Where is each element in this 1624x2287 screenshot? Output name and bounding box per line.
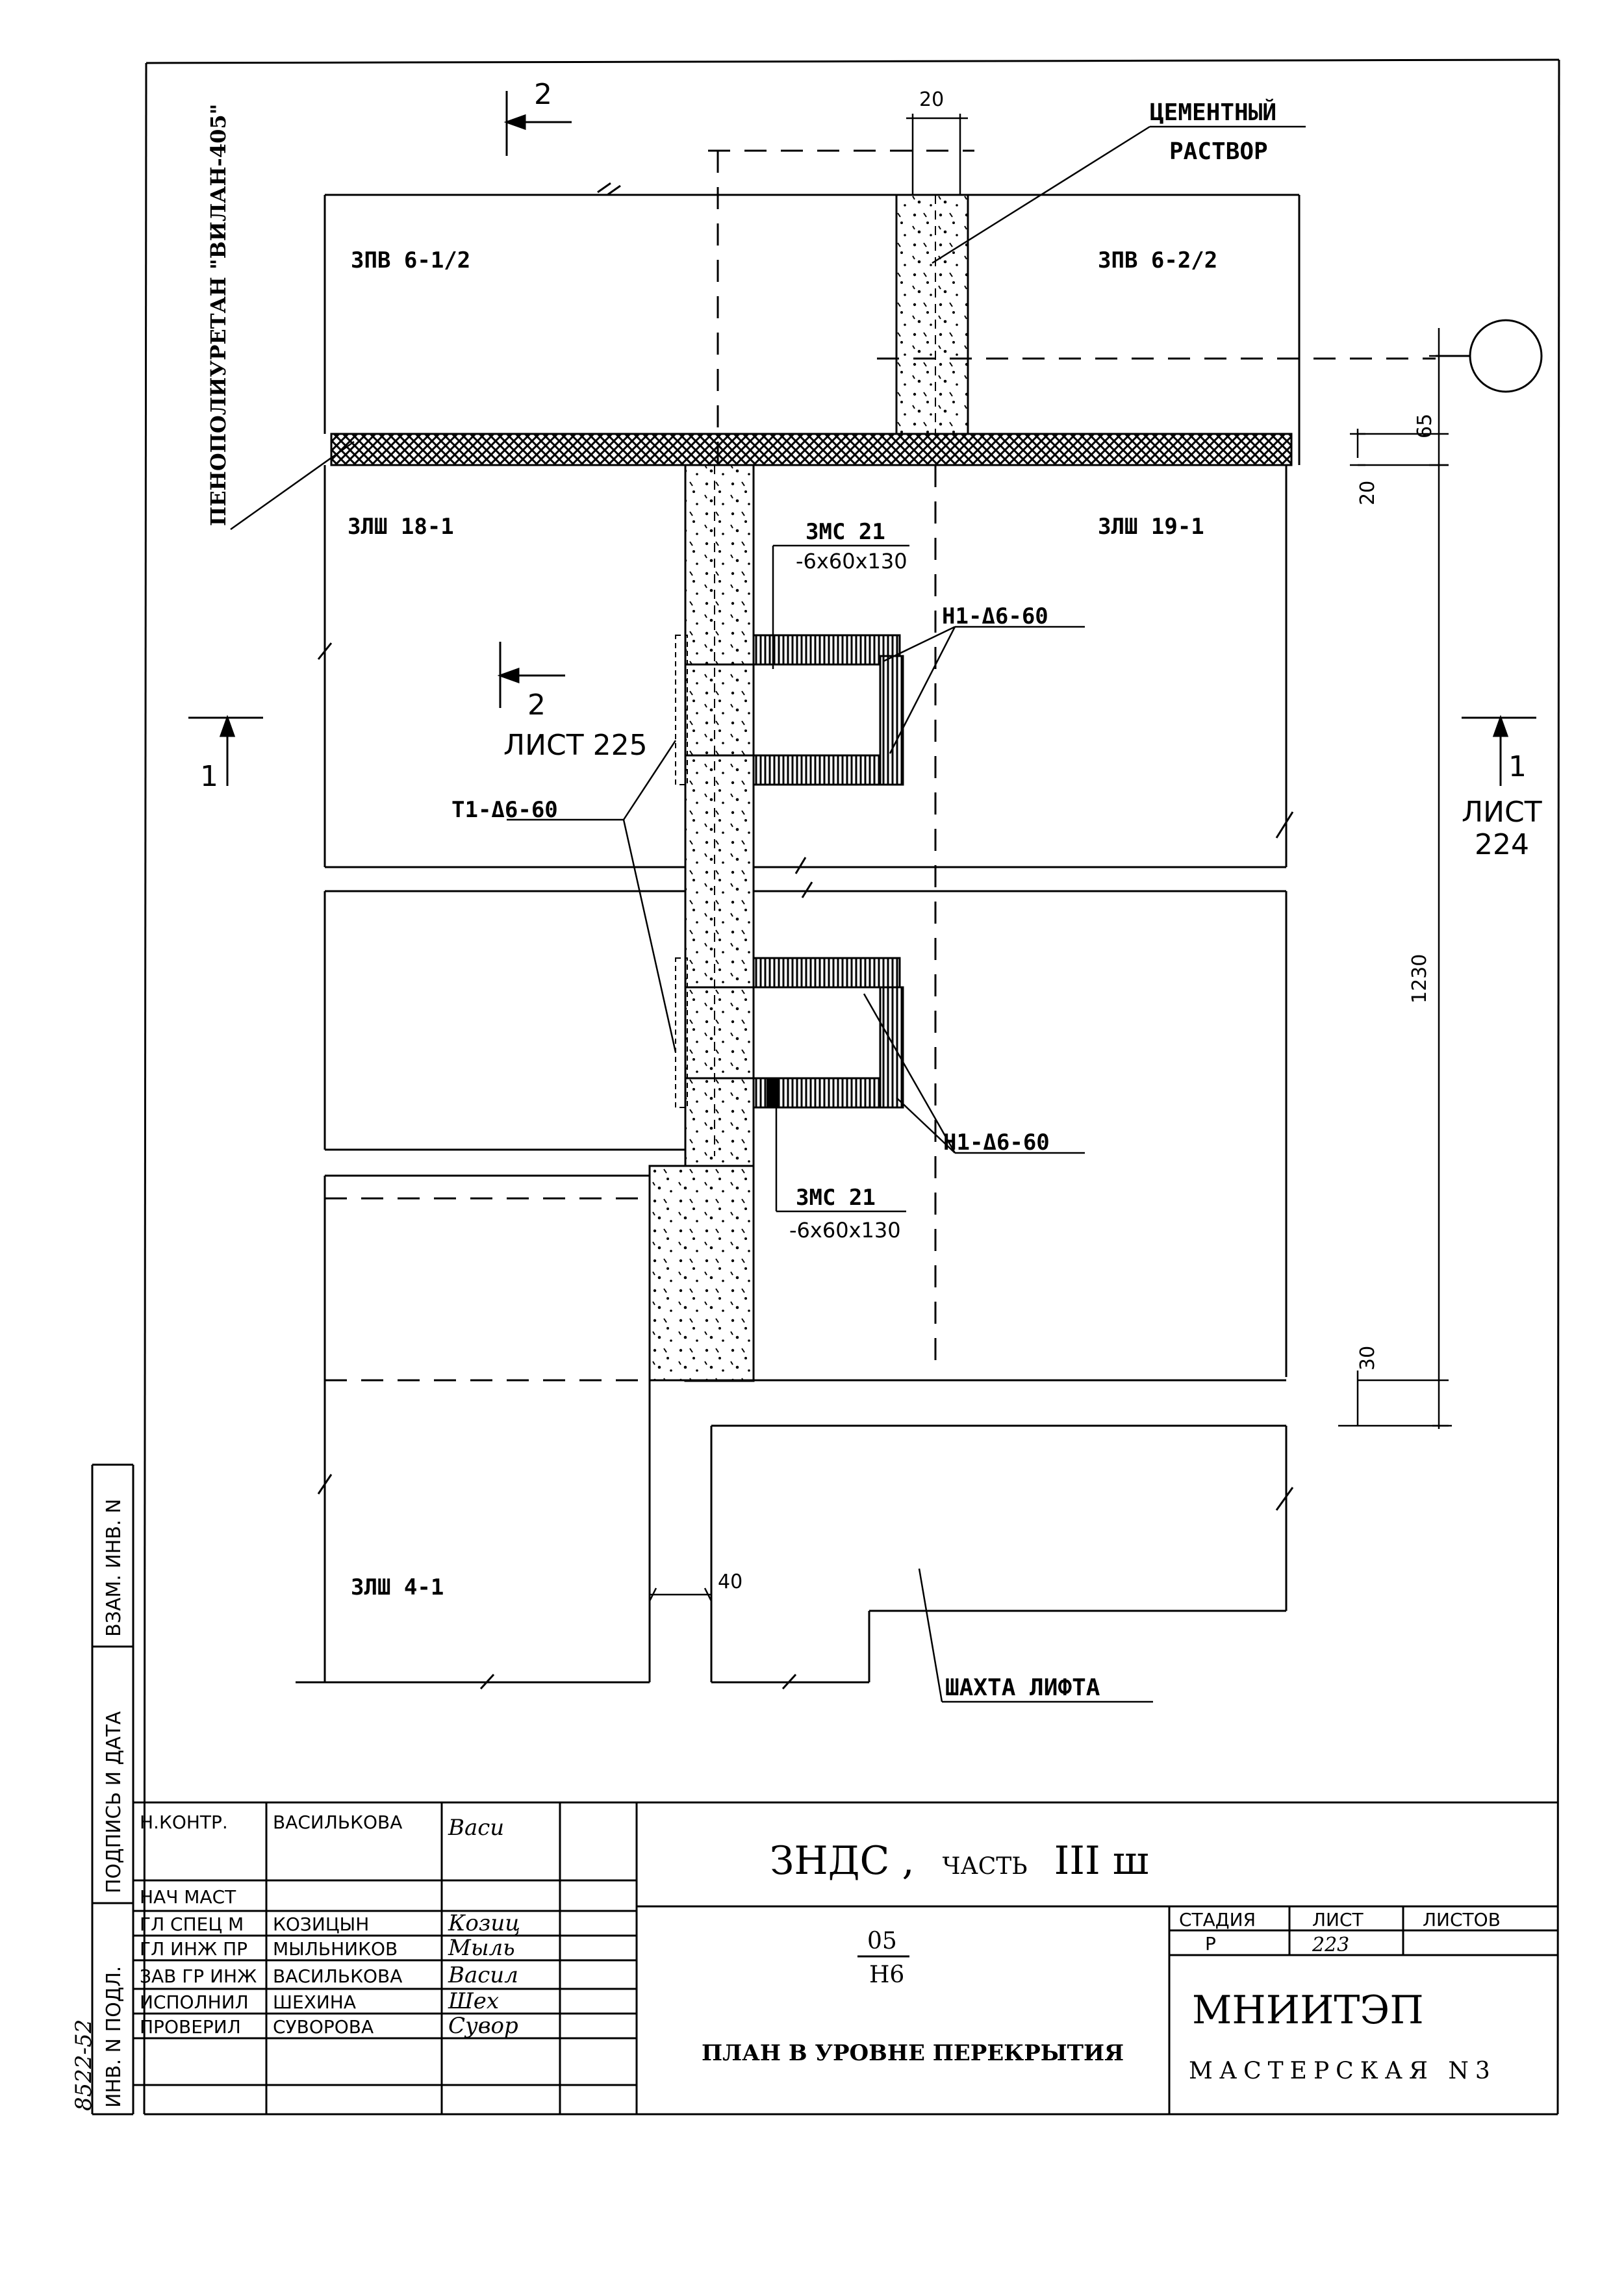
mortar-joint-top (895, 194, 969, 435)
sheets-header: ЛИСТОВ (1423, 1909, 1501, 1930)
embed-top-size: -6х60х130 (796, 549, 907, 574)
tb-role: ПРОВЕРИЛ (140, 2016, 241, 2038)
section-2-mid-number: 2 (527, 689, 546, 722)
tb-role: ЗАВ ГР ИНЖ (140, 1965, 257, 1987)
weld-label-tee: Т1-Δ6-60 (451, 797, 558, 823)
sheet-header: ЛИСТ (1312, 1909, 1364, 1930)
stage-header: СТАДИЯ (1179, 1909, 1256, 1930)
tb-name: СУВОРОВА (273, 2016, 374, 2038)
section-1-sheet-label: ЛИСТ (1462, 796, 1542, 829)
sheet-value: 223 (1312, 1934, 1349, 1956)
dim-20-top: 20 (919, 88, 944, 111)
tb-role: НАЧ МАСТ (140, 1886, 236, 1908)
mortar-label-line2: РАСТВОР (1169, 138, 1268, 165)
weld-label-top: Н1-Δ6-60 (942, 603, 1048, 629)
organization-department: МАСТЕРСКАЯ N3 (1189, 2058, 1497, 2084)
title-block-frame (133, 1801, 1558, 2114)
panel-label-mid-left: 3ЛШ 18-1 (348, 514, 454, 540)
project-main: ЗНДС , (770, 1838, 915, 1884)
tb-sign: Сувор (448, 2013, 518, 2039)
stamp-inv-value: 8522-52 (71, 2019, 97, 2111)
panel-label-bottom: 3ЛШ 4-1 (351, 1574, 444, 1600)
tb-sign: Васи (448, 1815, 504, 1841)
sheet-frame (143, 58, 1560, 2116)
tb-sign: Мыль (448, 1935, 515, 1961)
title-block-signatures: Н.КОНТР. ВАСИЛЬКОВА Васи НАЧ МАСТ ГЛ СПЕ… (140, 1812, 520, 2039)
insulation-strip (330, 433, 1293, 466)
embed-top-name: 3МС 21 (806, 519, 885, 545)
tb-name: ШЕХИНА (273, 1991, 356, 2013)
drawing-code-top: 05 (867, 1928, 897, 1954)
tb-name: ВАСИЛЬКОВА (273, 1812, 402, 1833)
dim-20-side: 20 (1356, 481, 1379, 505)
axis-bubble (1469, 319, 1543, 393)
tb-name: КОЗИЦЫН (273, 1914, 369, 1935)
project-part: ЧАСТЬ (943, 1853, 1028, 1880)
tb-role: ИСПОЛНИЛ (140, 1991, 249, 2013)
project-num: III ш (1054, 1838, 1149, 1884)
dim-1230: 1230 (1408, 954, 1431, 1004)
project-title: ЗНДС , ЧАСТЬ III ш (770, 1838, 1149, 1884)
stamp-podpis-data: ПОДПИСЬ И ДАТА (103, 1711, 125, 1893)
section-2-top-number: 2 (534, 78, 552, 111)
section-markers (188, 91, 1536, 786)
tb-role: ГЛ ИНЖ ПР (140, 1938, 247, 1960)
dim-65: 65 (1414, 414, 1436, 438)
embed-bottom-size: -6х60х130 (789, 1218, 901, 1243)
stamp-inv-podl: ИНВ. N ПОДЛ. (103, 1966, 125, 2108)
panel-zpv-6 (324, 182, 1300, 465)
panel-label-top-right: 3ПВ 6-2/2 (1098, 247, 1217, 273)
elevator-shaft-label: ШАХТА ЛИФТА (945, 1674, 1100, 1701)
panel-label-mid-right: 3ЛШ 19-1 (1098, 514, 1204, 540)
embedded-plate-upper (675, 634, 904, 786)
tb-sign: Васил (448, 1962, 518, 1988)
dim-30: 30 (1356, 1346, 1379, 1371)
stage-value: Р (1205, 1933, 1216, 1954)
insulation-label: ПЕНОПОЛИУРЕТАН "ВИЛАН-405" (206, 104, 231, 526)
embed-bottom-name: 3МС 21 (796, 1185, 876, 1211)
embedded-plate-lower (675, 957, 904, 1109)
dim-40: 40 (718, 1571, 742, 1593)
section-1-left-number: 1 (200, 760, 218, 793)
tb-name: ВАСИЛЬКОВА (273, 1965, 402, 1987)
side-stamp-frame (91, 1463, 134, 2116)
tb-sign: Козиц (448, 1910, 520, 1936)
mortar-label-line1: ЦЕМЕНТНЫЙ (1150, 99, 1276, 126)
tb-role: Н.КОНТР. (140, 1812, 228, 1833)
elevator-shaft (710, 1424, 1294, 1690)
drawing-code-bottom: Н6 (869, 1962, 904, 1988)
section-1-right-number: 1 (1508, 750, 1527, 783)
tb-name: МЫЛЬНИКОВ (273, 1938, 398, 1960)
leader-lines (230, 125, 1306, 1703)
weld-label-bottom: Н1-Δ6-60 (943, 1130, 1050, 1156)
section-2-sheet-ref: ЛИСТ 225 (503, 729, 648, 762)
panel-label-top-left: 3ПВ 6-1/2 (351, 247, 470, 273)
dimension-lines (648, 114, 1452, 1602)
tb-sign: Шех (448, 1988, 499, 2014)
panel-zlsh-4 (296, 891, 1286, 1690)
sheet-title: ПЛАН В УРОВНЕ ПЕРЕКРЫТИЯ (702, 2040, 1124, 2066)
organization-name: МНИИТЭП (1192, 1988, 1424, 2033)
stamp-vzam-inv: ВЗАМ. ИНВ. N (103, 1499, 125, 1637)
axis-lines (325, 149, 1436, 1382)
tb-role: ГЛ СПЕЦ М (140, 1914, 244, 1935)
section-1-sheet-number: 224 (1475, 828, 1529, 861)
